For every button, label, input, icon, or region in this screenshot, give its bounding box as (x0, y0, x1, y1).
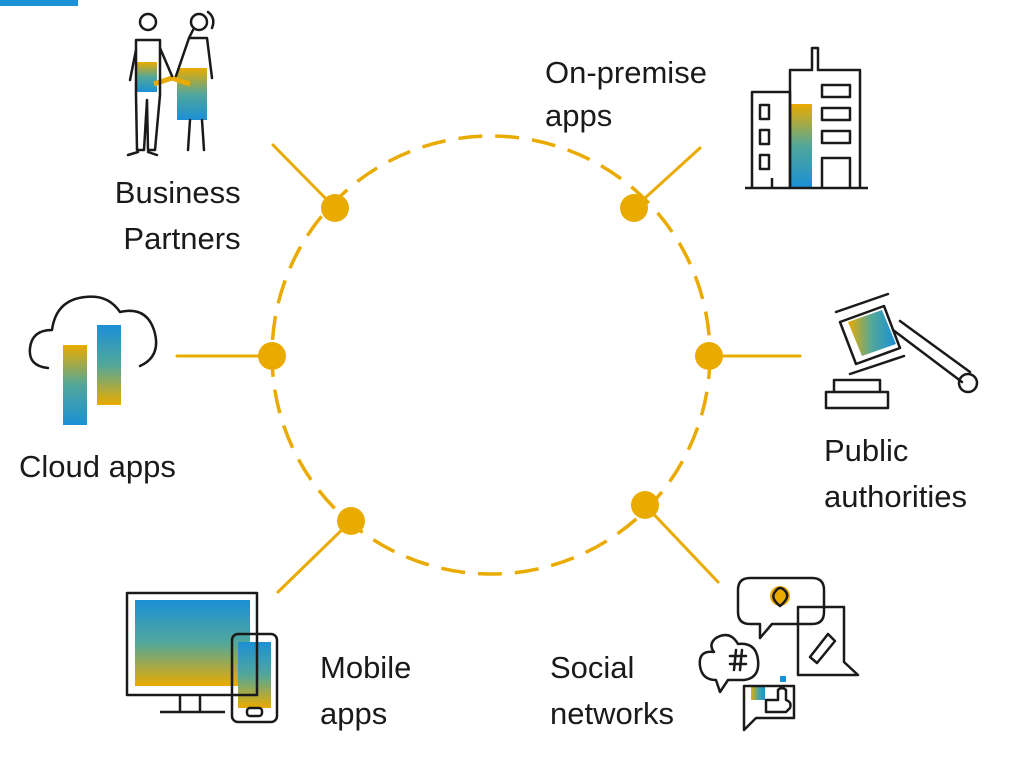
label-business-partners: Business Partners (115, 175, 249, 256)
label-line: Mobile (320, 650, 411, 685)
connector-mobile-apps (276, 519, 353, 594)
label-social-networks: Social networks (550, 650, 674, 731)
connector-business-partners (271, 143, 337, 210)
chat-bubbles-icon (698, 576, 860, 732)
node-dots (258, 194, 723, 535)
desktop-and-phone-icon (125, 591, 279, 724)
connector-social-networks (643, 503, 720, 584)
label-line: apps (320, 696, 387, 731)
label-public-authorities: Public authorities (824, 433, 967, 514)
label-line: Cloud apps (19, 449, 176, 484)
dot-public-authorities (695, 342, 723, 370)
label-line: Partners (123, 221, 240, 256)
handshake-people-icon (126, 10, 215, 157)
label-mobile-apps: Mobile apps (320, 650, 420, 731)
label-cloud-apps: Cloud apps (19, 449, 176, 484)
label-line: Social (550, 650, 634, 685)
label-line: apps (545, 98, 612, 133)
label-line: authorities (824, 479, 967, 514)
cloud-upload-icon (28, 295, 158, 425)
corner-rule (0, 0, 78, 6)
label-on-premise-apps: On-premise apps (545, 55, 716, 133)
dot-social-networks (631, 491, 659, 519)
label-line: Business (115, 175, 241, 210)
dot-on-premise-apps (620, 194, 648, 222)
gavel-icon (824, 292, 979, 410)
label-line: Public (824, 433, 908, 468)
dot-business-partners (321, 194, 349, 222)
office-building-icon (745, 46, 868, 190)
dot-cloud-apps (258, 342, 286, 370)
dot-mobile-apps (337, 507, 365, 535)
label-line: networks (550, 696, 674, 731)
node-labels: Business Partners On-premise apps Cloud … (19, 55, 967, 731)
label-line: On-premise (545, 55, 707, 90)
